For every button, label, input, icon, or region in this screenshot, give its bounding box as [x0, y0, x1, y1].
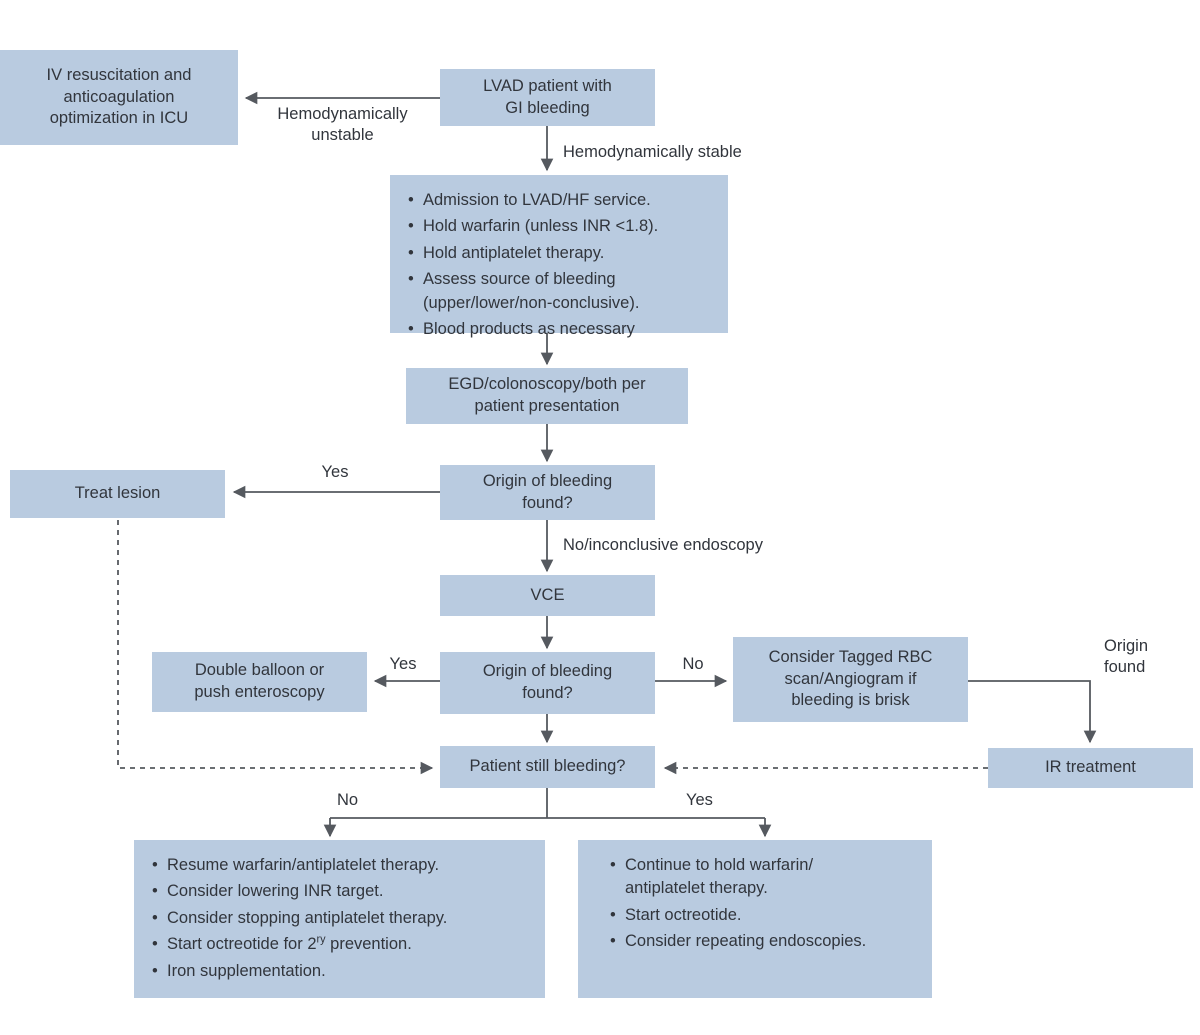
edge-label-origin-found: Origin found: [1104, 637, 1149, 677]
bullet-item: Iron supplementation.: [152, 960, 527, 984]
node-origin-of-bleeding-found-2[interactable]: Origin of bleeding found?: [440, 652, 655, 714]
bullet-item: Consider repeating endoscopies.: [610, 930, 914, 954]
edge-label-yes-origin2: Yes: [389, 655, 417, 673]
node-still-bleeding-actions[interactable]: Continue to hold warfarin/ antiplatelet …: [578, 840, 932, 998]
edge-label-hemodynamically-unstable: Hemodynamically unstable: [277, 105, 408, 145]
bullet-item: Hold antiplatelet therapy.: [408, 242, 710, 266]
bullet-item: Consider lowering INR target.: [152, 880, 527, 904]
bullet-item: Start octreotide.: [610, 904, 914, 928]
node-patient-still-bleeding[interactable]: Patient still bleeding?: [440, 746, 655, 788]
still-bleeding-bullet-list: Continue to hold warfarin/ antiplatelet …: [610, 854, 914, 954]
node-double-balloon-enteroscopy[interactable]: Double balloon or push enteroscopy: [152, 652, 367, 712]
node-tagged-rbc-scan[interactable]: Consider Tagged RBC scan/Angiogram if bl…: [733, 637, 968, 722]
edge-label-yes-still-bleeding: Yes: [686, 791, 713, 809]
node-ir-treatment[interactable]: IR treatment: [988, 748, 1193, 788]
bullet-item: Hold warfarin (unless INR <1.8).: [408, 215, 710, 239]
edge-label-yes-origin1: Yes: [321, 463, 349, 481]
bullet-item: Resume warfarin/antiplatelet therapy.: [152, 854, 527, 878]
edge-label-hemodynamically-stable: Hemodynamically stable: [563, 143, 742, 161]
node-lvad-patient[interactable]: LVAD patient with GI bleeding: [440, 69, 655, 126]
edge-label-no-origin2: No: [682, 655, 704, 673]
bullet-item: Assess source of bleeding (upper/lower/n…: [408, 268, 710, 315]
edge-label-no-still-bleeding: No: [337, 791, 359, 809]
bullet-item: Continue to hold warfarin/ antiplatelet …: [610, 854, 914, 901]
bullet-item: Blood products as necessary: [408, 318, 710, 342]
no-bleeding-bullet-list: Resume warfarin/antiplatelet therapy. Co…: [152, 854, 527, 984]
node-treat-lesion[interactable]: Treat lesion: [10, 470, 225, 518]
node-origin-of-bleeding-found-1[interactable]: Origin of bleeding found?: [440, 465, 655, 520]
admission-bullet-list: Admission to LVAD/HF service. Hold warfa…: [408, 189, 710, 342]
node-iv-resuscitation[interactable]: IV resuscitation and anticoagulation opt…: [0, 50, 238, 145]
node-no-bleeding-actions[interactable]: Resume warfarin/antiplatelet therapy. Co…: [134, 840, 545, 998]
node-egd-colonoscopy[interactable]: EGD/colonoscopy/both per patient present…: [406, 368, 688, 424]
edge-rbc-ir: [968, 680, 1097, 744]
bullet-item-octreotide: Start octreotide for 2ry prevention.: [152, 933, 527, 957]
edge-label-no-inconclusive-endoscopy: No/inconclusive endoscopy: [563, 536, 763, 554]
edge-treat-still-dashed: [117, 520, 434, 775]
bullet-item: Admission to LVAD/HF service.: [408, 189, 710, 213]
node-admission-actions[interactable]: Admission to LVAD/HF service. Hold warfa…: [390, 175, 728, 342]
bullet-item: Consider stopping antiplatelet therapy.: [152, 907, 527, 931]
node-vce[interactable]: VCE: [440, 575, 655, 616]
